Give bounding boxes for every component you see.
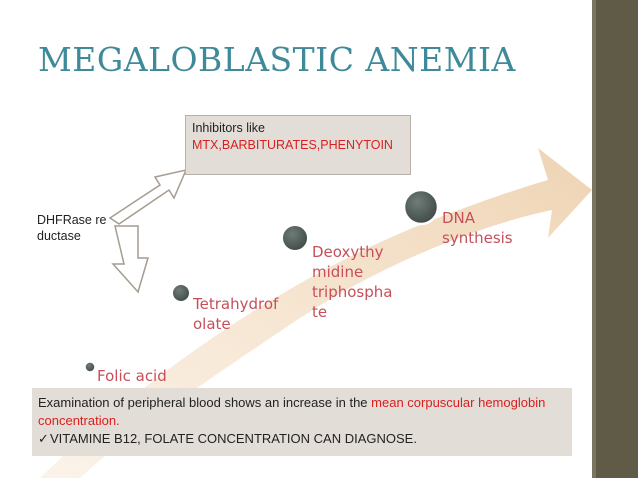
inhibitors-box: Inhibitors like MTX,BARBITURATES,PHENYTO… [185,115,411,175]
exam-bullet-text: VITAMINE B12, FOLATE CONCENTRATION CAN D… [50,431,417,446]
exam-text: Examination of peripheral blood shows an… [38,395,372,410]
examination-box: Examination of peripheral blood shows an… [32,388,572,456]
step-label-folic-acid: Folic acid [97,366,167,386]
checkmark-icon: ✓ [38,431,49,446]
step-text: DNA synthesis [442,209,513,247]
step-label-dna-synthesis: DNA synthesis [442,208,513,248]
node-dna-synthesis [402,188,440,226]
dhfr-arrow-icon [111,225,150,294]
node-deoxythymidine [281,224,309,252]
inhibitors-prefix: Inhibitors like [192,121,265,135]
inhibitor-arrow-icon [108,168,188,225]
inhibitors-drugs: MTX,BARBITURATES,PHENYTOIN [192,138,393,152]
step-label-tetrahydrofolate: Tetrahydrof olate [193,294,278,334]
step-text: Deoxythy midine triphospha te [312,243,393,321]
exam-bullet: ✓VITAMINE B12, FOLATE CONCENTRATION CAN … [38,430,566,448]
page-title: MEGALOBLASTIC ANEMIA [38,40,516,79]
dhfr-label: DHFRase reductase [37,213,107,243]
node-folic-acid [84,361,96,373]
side-bar-edge [592,0,596,478]
step-text: Folic acid [97,367,167,385]
step-text: Tetrahydrof olate [193,295,279,333]
step-label-deoxythymidine: Deoxythy midine triphospha te [312,242,392,322]
node-tetrahydrofolate [171,283,191,303]
exam-paragraph: Examination of peripheral blood shows an… [38,394,566,430]
side-bar [592,0,638,478]
exam-red-text: mean corpuscular hemoglobin concentratio… [38,395,546,428]
